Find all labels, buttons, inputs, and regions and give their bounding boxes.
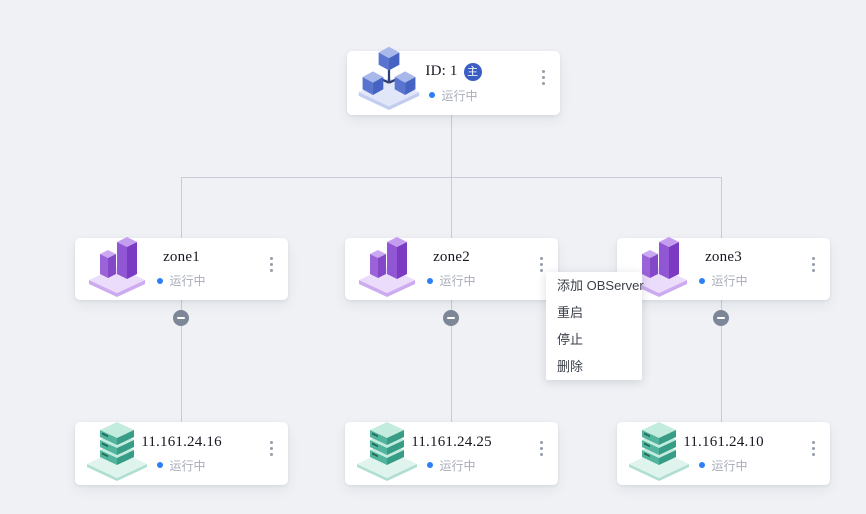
zone-name-label: zone1 [163,249,200,265]
server-ip-label: 11.161.24.10 [683,433,764,450]
collapse-button-zone1[interactable] [173,310,189,326]
connector-zone2-server [451,300,452,422]
menu-item-stop[interactable]: 停止 [557,332,584,347]
status-dot [699,462,706,468]
collapse-button-zone2[interactable] [443,310,459,326]
status-text: 运行中 [711,458,748,473]
zone-name-label: zone3 [705,249,742,265]
status-dot [429,92,436,98]
cluster-id-label: ID: 1 [425,63,458,79]
cluster-node-card[interactable]: ID: 1 主 运行中 [347,45,560,115]
zone1-node-card[interactable]: zone1 运行中 [75,237,288,300]
primary-badge: 主 [463,62,482,81]
zone2-more-menu-icon[interactable] [534,254,548,274]
zone3-more-menu-icon[interactable] [806,254,820,274]
status-text: 运行中 [711,274,748,288]
status-text: 运行中 [439,274,476,288]
connector-root-down [451,115,452,177]
status-dot [157,462,164,468]
connector-zone1-drop [181,177,182,238]
zone1-more-menu-icon[interactable] [264,254,278,274]
server2-more-menu-icon[interactable] [534,438,548,458]
status-text: 运行中 [439,458,476,473]
zone-name-label: zone2 [433,249,470,265]
status-dot [157,277,164,284]
zone-context-menu: 添加 OBServer 重启 停止 删除 [546,272,644,380]
status-dot [427,277,434,284]
status-dot [699,277,706,284]
status-text: 运行中 [441,88,478,103]
server1-more-menu-icon[interactable] [264,438,278,458]
zone2-node-card[interactable]: zone2 运行中 [345,237,558,300]
server3-node-card[interactable]: 11.161.24.10 运行中 [617,422,830,485]
server1-node-card[interactable]: 11.161.24.16 运行中 [75,422,288,485]
server-ip-label: 11.161.24.16 [141,433,222,450]
menu-item-delete[interactable]: 删除 [557,359,584,374]
collapse-button-zone3[interactable] [713,310,729,326]
status-dot [427,462,434,468]
connector-zone1-server [181,300,182,422]
server3-more-menu-icon[interactable] [806,438,820,458]
connector-zone3-drop [721,177,722,238]
connector-zone3-server [721,300,722,422]
server2-node-card[interactable]: 11.161.24.25 运行中 [345,422,558,485]
server-ip-label: 11.161.24.25 [411,433,492,450]
status-text: 运行中 [169,458,206,473]
status-text: 运行中 [169,274,206,288]
menu-item-restart[interactable]: 重启 [557,305,584,320]
menu-item-add-observer[interactable]: 添加 OBServer [557,278,644,293]
zone3-node-card[interactable]: zone3 运行中 [617,237,830,300]
cluster-more-menu-icon[interactable] [536,67,550,87]
connector-zone2-drop [451,177,452,238]
